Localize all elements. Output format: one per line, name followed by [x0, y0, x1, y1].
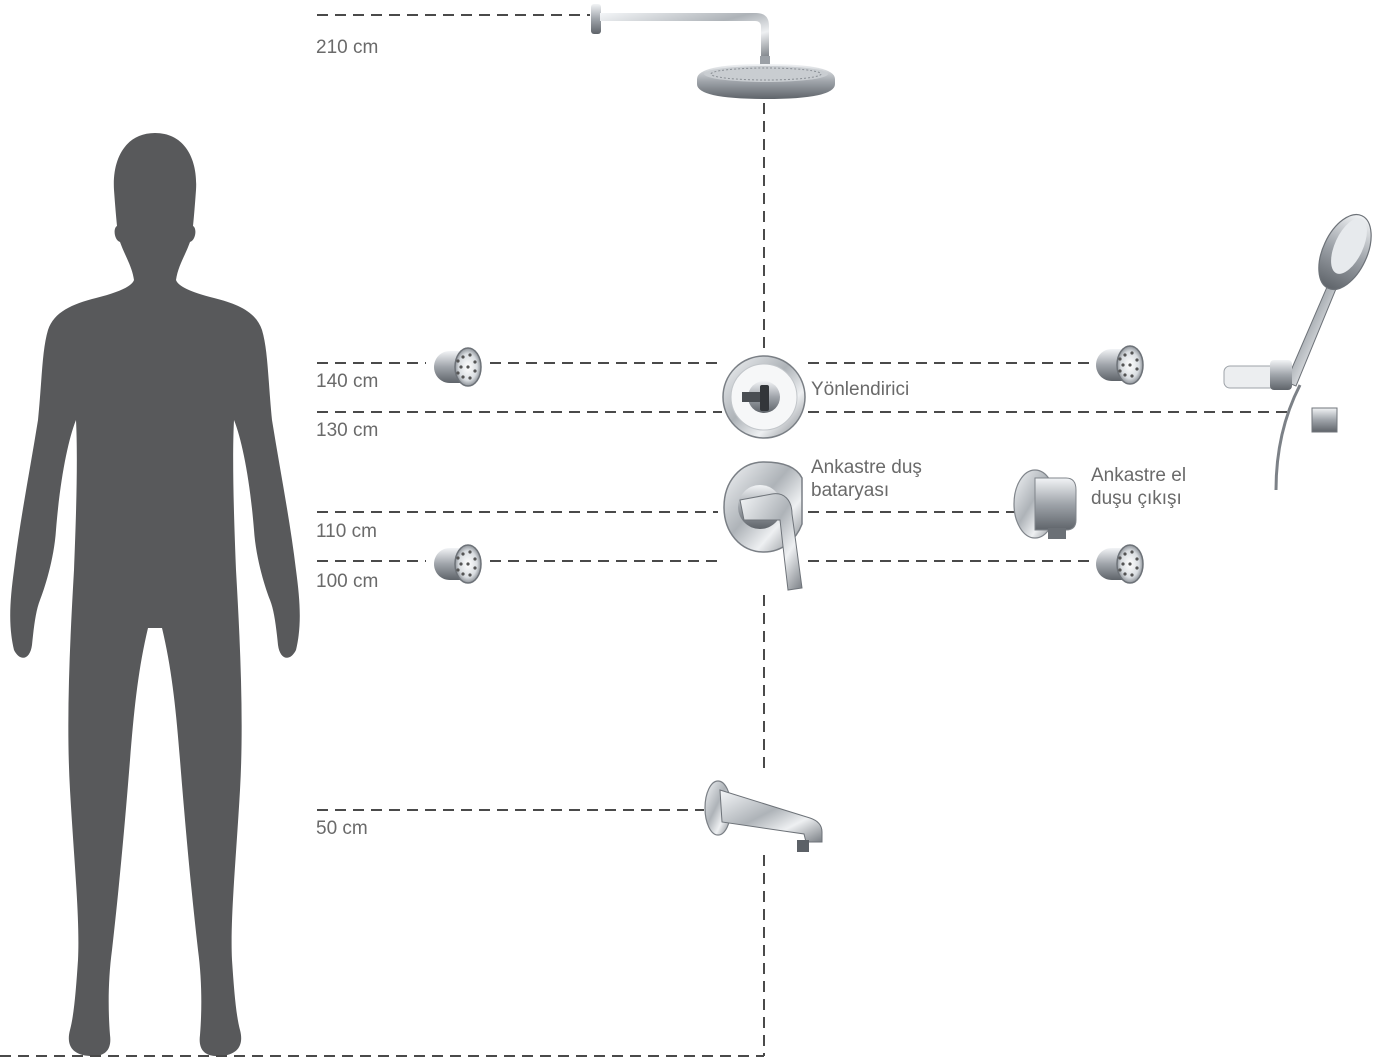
height-label-130: 130 cm: [316, 420, 379, 441]
human-silhouette-icon: [10, 133, 300, 1057]
height-label-50: 50 cm: [316, 818, 368, 839]
shower-mixer-icon: [723, 461, 803, 591]
height-guides: [0, 14, 1290, 1057]
bath-spout-icon: [704, 780, 823, 852]
mixer-label-line2: bataryası: [811, 480, 890, 501]
height-label-210: 210 cm: [316, 37, 379, 58]
height-label-140: 140 cm: [316, 371, 379, 392]
height-label-110: 110 cm: [316, 521, 377, 542]
body-jet-icon: [433, 347, 482, 387]
mixer-label: Ankastre duş bataryası: [811, 456, 922, 502]
height-label-100: 100 cm: [316, 571, 379, 592]
body-jet-icon: [1095, 345, 1144, 385]
body-jet-icon: [433, 544, 482, 584]
diverter-valve-icon: [722, 355, 806, 439]
wall-outlet-icon: [1013, 469, 1077, 539]
mixer-label-line1: Ankastre duş: [811, 457, 922, 478]
outlet-label-line2: duşu çıkışı: [1091, 488, 1182, 509]
hand-shower-icon: [1223, 213, 1372, 491]
outlet-label-line1: Ankastre el: [1091, 465, 1187, 486]
body-jet-icon: [1095, 544, 1144, 584]
diverter-label: Yönlendirici: [811, 379, 910, 400]
outlet-label: Ankastre el duşu çıkışı: [1091, 464, 1186, 510]
rain-shower-head-icon: [591, 4, 835, 99]
